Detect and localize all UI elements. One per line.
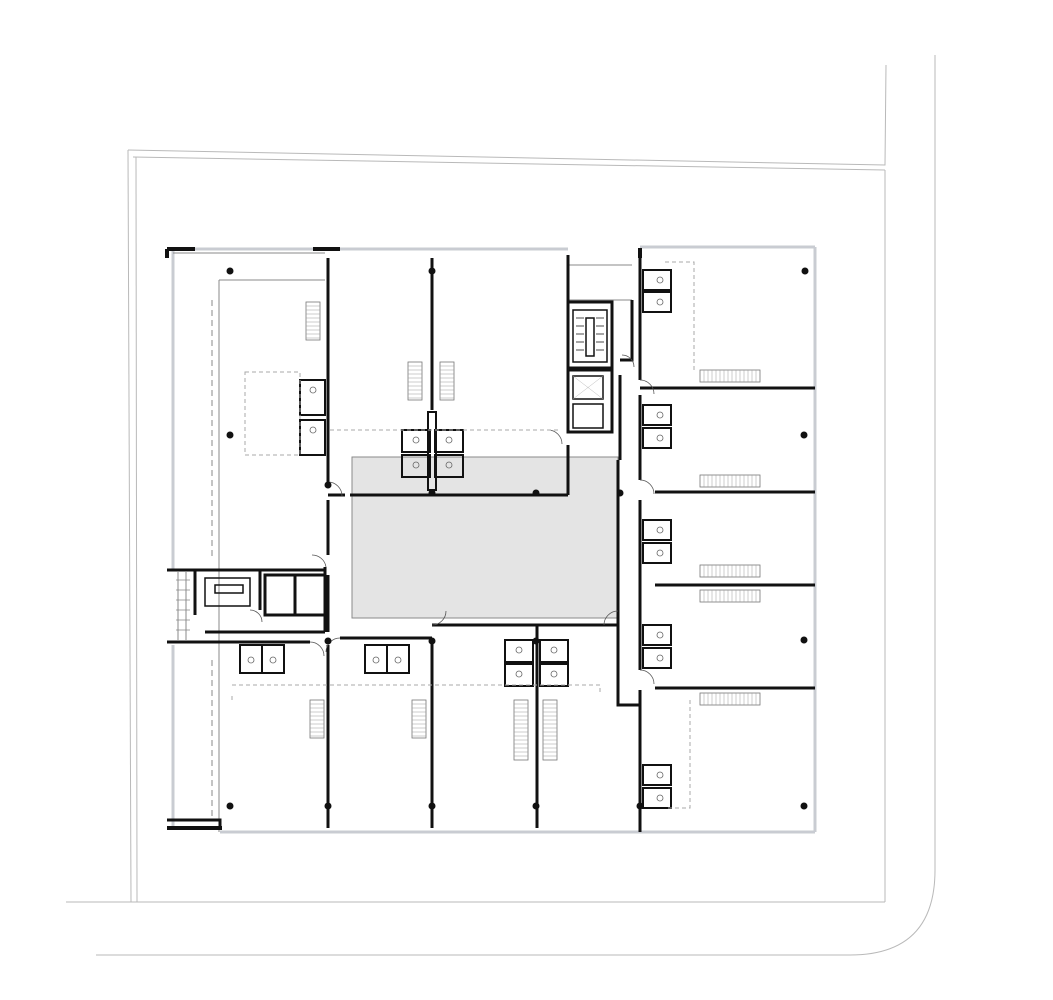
structural-column xyxy=(532,637,540,645)
restroom-block xyxy=(239,269,672,809)
internal-stair xyxy=(305,301,761,761)
structural-column xyxy=(324,802,332,810)
structural-column xyxy=(636,802,644,810)
structural-column xyxy=(532,489,540,497)
structural-column xyxy=(800,802,808,810)
structural-column xyxy=(428,637,436,645)
building-outline xyxy=(171,245,817,834)
structural-column xyxy=(801,267,809,275)
central-courtyard xyxy=(351,456,619,619)
stair-core xyxy=(167,568,327,617)
structural-column xyxy=(532,802,540,810)
east-office-units xyxy=(616,258,815,832)
structural-column xyxy=(428,267,436,275)
structural-column xyxy=(800,431,808,439)
structural-column xyxy=(324,481,332,489)
stair-core xyxy=(566,300,634,434)
elevator-shaft xyxy=(572,375,604,429)
structural-column xyxy=(800,636,808,644)
site-boundary xyxy=(66,55,936,956)
structural-column xyxy=(226,431,234,439)
structural-column xyxy=(324,637,332,645)
structural-column xyxy=(616,489,624,497)
structural-column xyxy=(428,489,436,497)
structural-column xyxy=(226,802,234,810)
structural-column xyxy=(226,267,809,810)
structural-column xyxy=(428,802,436,810)
structural-column xyxy=(226,267,234,275)
